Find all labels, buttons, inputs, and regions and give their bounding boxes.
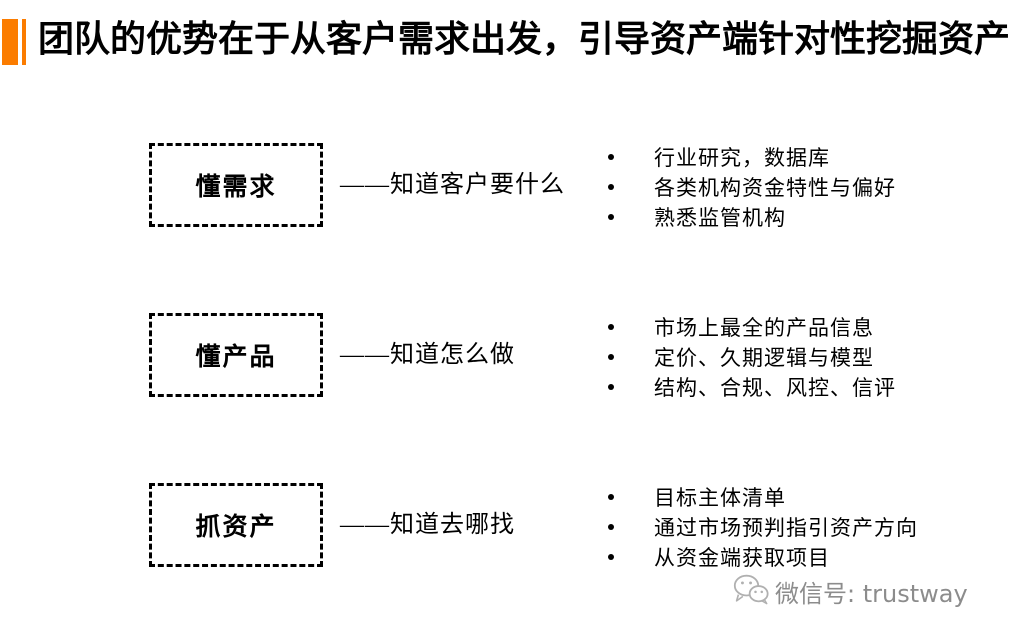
bullet-text: 从资金端获取项目	[654, 546, 830, 570]
concept-box-label: 懂需求	[195, 174, 277, 201]
list-item: 熟悉监管机构	[600, 202, 896, 232]
concept-box-assets: 抓资产	[149, 483, 323, 567]
bullet-dot	[608, 524, 614, 530]
concept-box-needs: 懂需求	[149, 143, 323, 227]
list-item: 结构、合规、风控、信评	[600, 372, 896, 402]
accent-bar-thin	[22, 19, 26, 65]
list-item: 市场上最全的产品信息	[600, 312, 896, 342]
bullet-dot	[608, 324, 614, 330]
wechat-id-label: 微信号: trustway	[775, 579, 968, 608]
list-item: 行业研究，数据库	[600, 142, 896, 172]
bullet-dot	[608, 354, 614, 360]
accent-bar-wide	[2, 19, 18, 65]
page-title: 团队的优势在于从客户需求出发，引导资产端针对性挖掘资产	[38, 18, 1011, 59]
bullet-text: 结构、合规、风控、信评	[654, 376, 896, 400]
connector-needs: ——知道客户要什么	[340, 172, 565, 198]
bullet-text: 定价、久期逻辑与模型	[654, 346, 874, 370]
wechat-watermark: 微信号: trustway	[733, 572, 968, 610]
bullet-dot	[608, 494, 614, 500]
concept-box-label: 懂产品	[195, 344, 277, 371]
list-item: 各类机构资金特性与偏好	[600, 172, 896, 202]
list-item: 定价、久期逻辑与模型	[600, 342, 896, 372]
bullet-dot	[608, 184, 614, 190]
bullet-text: 通过市场预判指引资产方向	[654, 516, 918, 540]
bullet-text: 行业研究，数据库	[654, 146, 830, 170]
list-item: 从资金端获取项目	[600, 542, 918, 572]
list-item: 目标主体清单	[600, 482, 918, 512]
bullet-list-products: 市场上最全的产品信息 定价、久期逻辑与模型 结构、合规、风控、信评	[600, 312, 896, 402]
bullet-text: 各类机构资金特性与偏好	[654, 176, 896, 200]
list-item: 通过市场预判指引资产方向	[600, 512, 918, 542]
concept-box-products: 懂产品	[149, 313, 323, 397]
bullet-text: 熟悉监管机构	[654, 206, 786, 230]
bullet-dot	[608, 154, 614, 160]
bullet-dot	[608, 384, 614, 390]
bullet-dot	[608, 214, 614, 220]
bullet-text: 市场上最全的产品信息	[654, 316, 874, 340]
wechat-icon	[733, 574, 769, 605]
connector-assets: ——知道去哪找	[340, 512, 515, 538]
bullet-dot	[608, 554, 614, 560]
bullet-list-needs: 行业研究，数据库 各类机构资金特性与偏好 熟悉监管机构	[600, 142, 896, 232]
connector-products: ——知道怎么做	[340, 342, 515, 368]
bullet-text: 目标主体清单	[654, 486, 786, 510]
concept-box-label: 抓资产	[195, 514, 277, 541]
bullet-list-assets: 目标主体清单 通过市场预判指引资产方向 从资金端获取项目	[600, 482, 918, 572]
